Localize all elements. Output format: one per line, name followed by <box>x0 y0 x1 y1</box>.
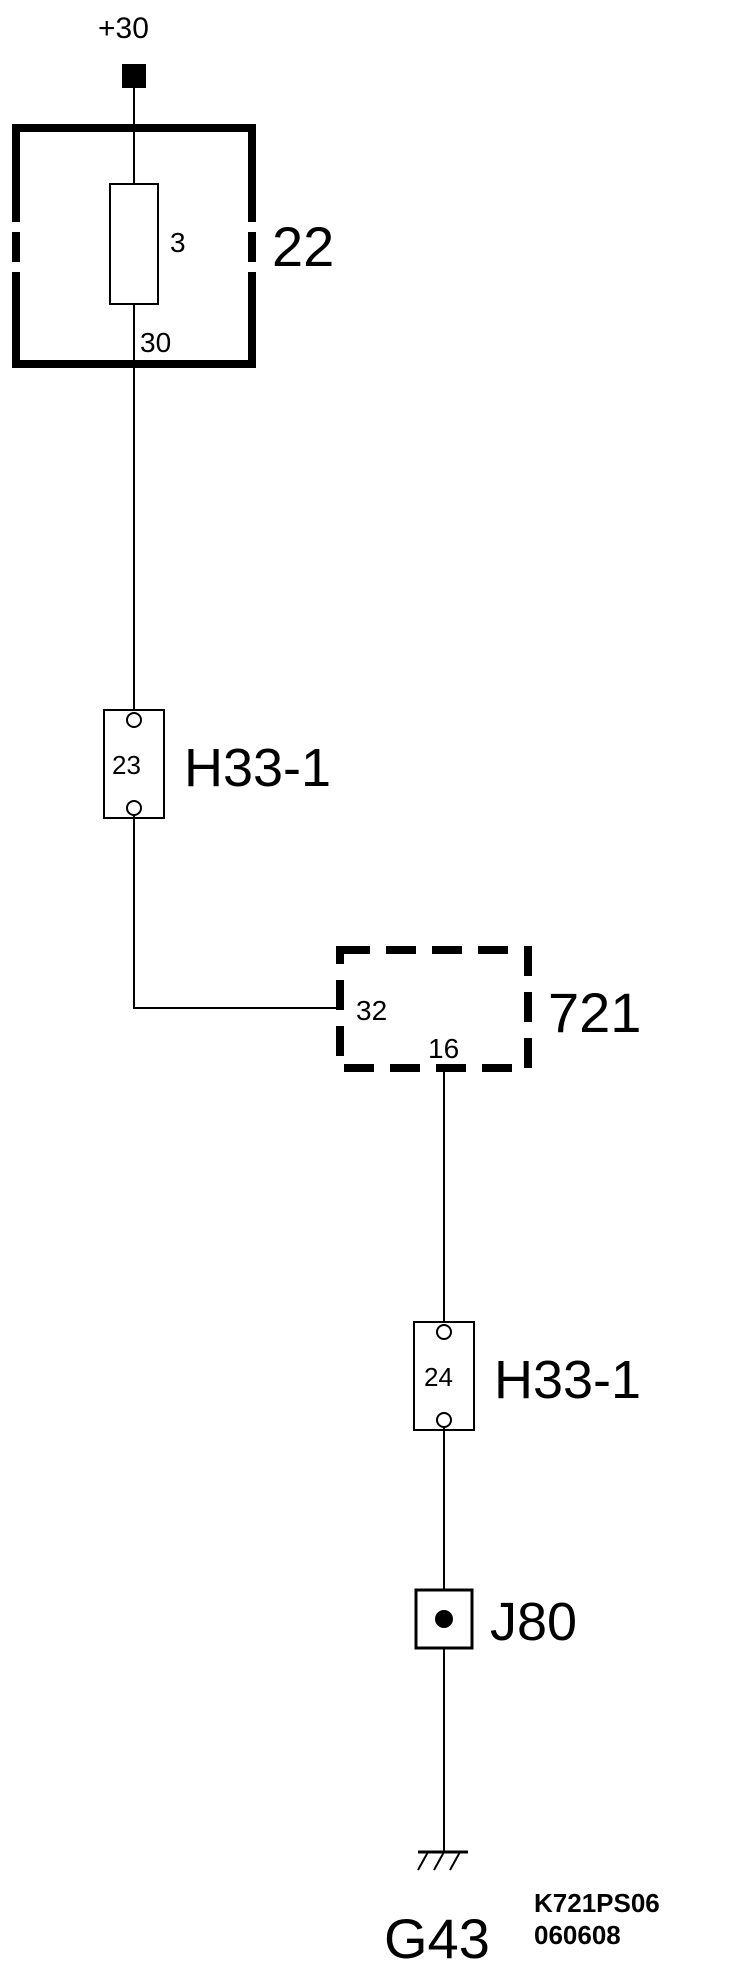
fuse-element <box>109 183 159 305</box>
supply-terminal <box>122 64 146 88</box>
module-pin-in: 32 <box>356 995 387 1026</box>
fuse-box-terminal: 30 <box>140 327 171 358</box>
fuse-number: 3 <box>170 227 186 258</box>
connector-bottom-pin: 24 <box>424 1362 453 1392</box>
connector-bottom-id: H33-1 <box>494 1350 641 1410</box>
drawing-ref-date: 060608 <box>534 1920 621 1950</box>
wire-h33-23-to-module-32 <box>133 815 338 1009</box>
ground-symbol <box>417 1850 468 1871</box>
supply-label: +30 <box>98 12 149 45</box>
module-721-outline <box>336 946 532 1072</box>
module-pin-out: 16 <box>428 1033 459 1064</box>
module-id: 721 <box>548 981 641 1044</box>
ground-id: G43 <box>384 1907 490 1970</box>
connector-h33-1-pin-23 <box>103 709 165 819</box>
junction-id: J80 <box>490 1592 577 1652</box>
junction-j80 <box>414 1588 474 1650</box>
fuse-box-id: 22 <box>272 215 334 278</box>
drawing-ref-code: K721PS06 <box>534 1888 660 1918</box>
connector-top-id: H33-1 <box>184 738 331 798</box>
connector-h33-1-pin-24 <box>413 1321 475 1431</box>
fuse-box-22 <box>12 124 256 368</box>
connector-top-pin: 23 <box>112 750 141 780</box>
